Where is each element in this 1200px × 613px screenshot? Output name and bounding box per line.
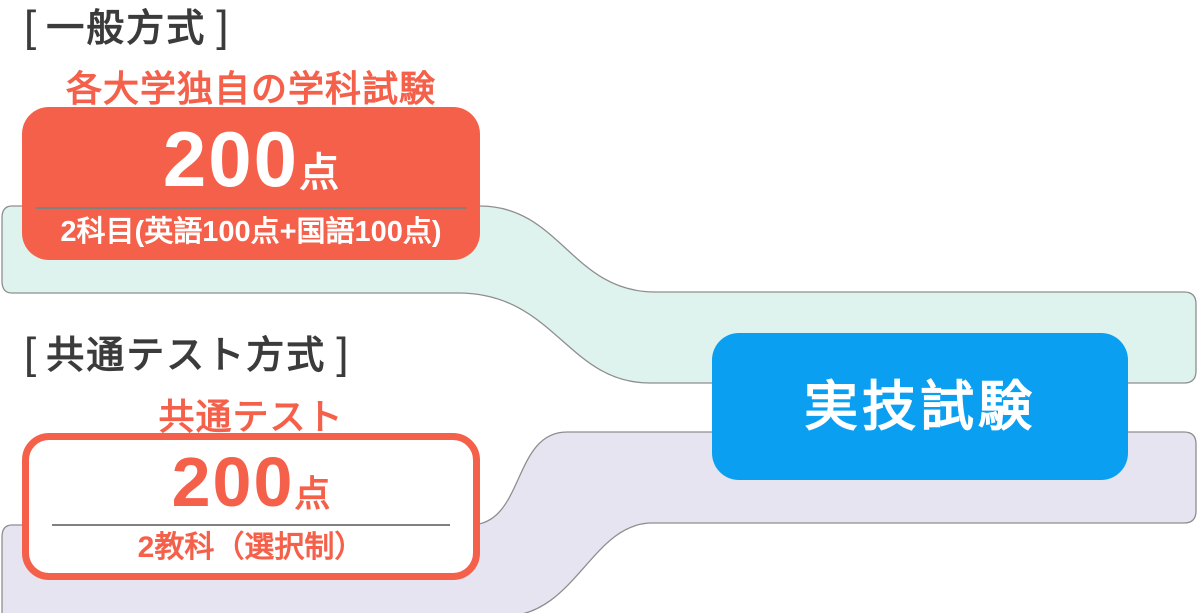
general-score-detail: 2科目(英語100点+国語100点) [60,215,442,248]
general-score-divider [36,206,466,209]
practical-exam-card: 実技試験 [712,333,1128,480]
general-score-value: 200 [162,114,300,203]
kyotsu-score-card: 200点 2教科（選択制） [22,433,480,580]
practical-exam-label: 実技試験 [804,376,1036,437]
kyotsu-score-value: 200 [171,443,295,522]
heading-bracket-close: ] [336,329,349,378]
heading-bracket-open: [ [24,2,37,51]
kyotsu-score-divider [52,524,450,527]
kyotsu-score-detail: 2教科（選択制） [137,531,365,565]
kyotsu-method-heading: [ 共通テスト方式 ] [24,329,349,378]
general-score-unit: 点 [299,150,340,195]
heading-bracket-close: ] [216,2,229,51]
heading-bracket-open: [ [24,329,37,378]
general-method-heading-text: 一般方式 [46,8,207,50]
general-score-row: 200点 [163,120,339,198]
kyotsu-exam-label: 共通テスト [158,396,344,437]
kyotsu-score-unit: 点 [294,473,331,515]
general-method-heading: [ 一般方式 ] [24,2,229,51]
general-exam-label: 各大学独自の学科試験 [65,68,436,109]
kyotsu-method-heading-text: 共通テスト方式 [46,335,327,377]
kyotsu-score-row: 200点 [172,447,331,517]
general-score-card: 200点 2科目(英語100点+国語100点) [22,107,480,260]
